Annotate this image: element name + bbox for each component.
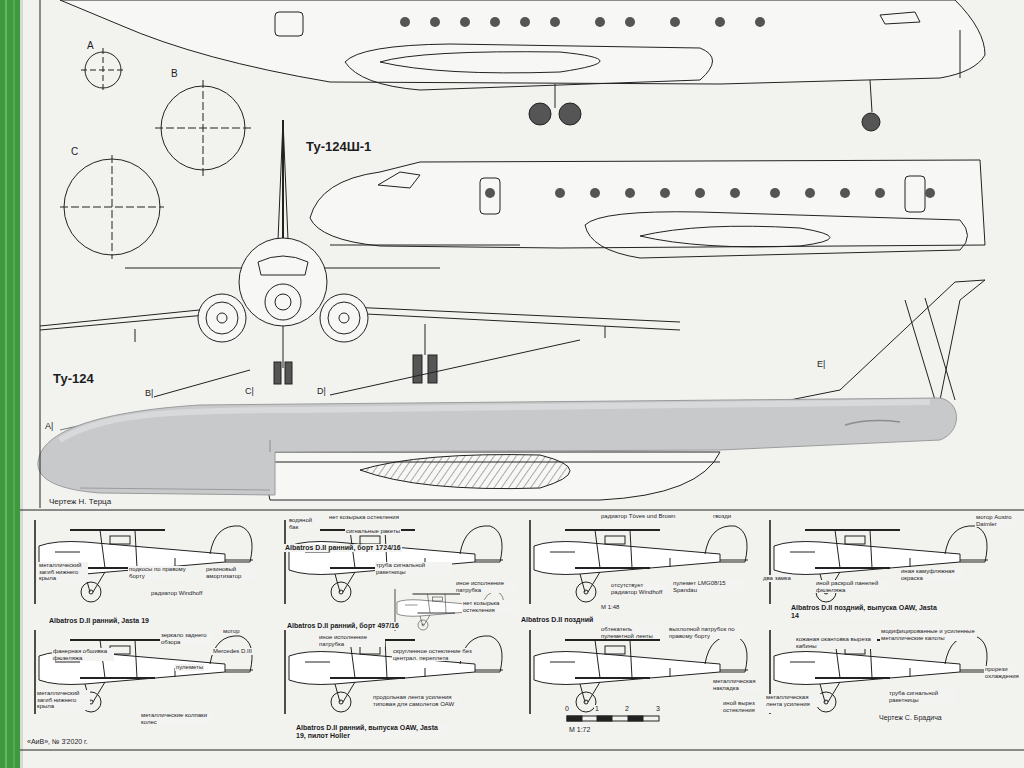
note-label: сигнальные ракеты — [345, 528, 401, 535]
note-label: гвозди — [712, 513, 732, 520]
note-label: M 1:48 — [600, 604, 620, 611]
note-label: 3 — [655, 705, 661, 713]
note-label: 1 — [594, 705, 600, 713]
note-label: D| — [316, 387, 327, 397]
note-label: обтекатель пулеметной ленты — [600, 626, 662, 639]
note-label: 0 — [564, 705, 570, 713]
note-label: пулемет LMG08/15 Spandau — [672, 580, 744, 593]
note-label: нет козырька остекления — [328, 514, 400, 521]
note-label: иное исполнение патрубка — [455, 580, 517, 593]
note-label: Чертеж Н. Терца — [48, 498, 112, 507]
note-label: выхлопной патрубок по правому борту — [668, 626, 745, 639]
note-label: радиатор Windhoff — [150, 590, 203, 597]
note-label: металлическая лента усиления — [765, 694, 822, 707]
note-label: металлические колпаки колес — [140, 712, 212, 725]
note-label: мотор Austro Daimler — [975, 514, 1017, 527]
note-label: кожаная окантовка выреза кабины — [795, 636, 877, 649]
note-label: пулеметы — [175, 664, 204, 671]
note-label: нет козырька остекления — [462, 600, 519, 613]
note-label: Mercedes D.III — [212, 648, 253, 655]
view-title: Ту-124Ш-1 — [305, 140, 372, 154]
note-label: M 1:72 — [568, 726, 591, 734]
note-label: мотор — [222, 628, 241, 635]
note-label: металлический загиб нижнего крыла — [36, 690, 90, 710]
note-label: фанерная обшивка фюзеляжа — [52, 648, 114, 661]
note-label: радиатор Töves und Brown — [600, 513, 676, 520]
note-label: подкосы по правому борту — [128, 566, 188, 579]
note-label: скругленное остекление без централ. пере… — [392, 648, 479, 661]
note-label: продольная лента усиления типовая для са… — [372, 694, 459, 707]
note-label: иная камуфляжная окраска — [900, 568, 962, 581]
view-title: Albatros D.II ранний, Jasta 19 — [48, 617, 150, 625]
note-label: зеркало заднего обзора — [160, 632, 212, 645]
note-label: A — [86, 40, 95, 51]
note-label: B — [170, 68, 179, 79]
view-title: Ту-124 — [52, 372, 95, 386]
view-title: Albatros D.II ранний, выпуска OAW, Jasta… — [295, 724, 447, 739]
note-label: иное исполнение патрубка — [318, 634, 385, 647]
note-label: металлическая накладка — [712, 678, 762, 691]
note-label: отсутствует радиатор Windhoff — [610, 582, 667, 595]
view-title: Albatros D.II ранний, борт 1724/16 — [284, 544, 402, 552]
note-label: иной раскрой панелей фюзеляжа — [815, 580, 887, 593]
note-label: резиновый амортизатор — [205, 566, 257, 579]
note-label: E| — [816, 360, 826, 370]
view-title: Albatros D.II поздний, выпуска OAW, Jast… — [790, 604, 942, 619]
note-label: труба сигнальной ракетницы — [375, 562, 452, 575]
note-label: модифицированные и усиленные металлическ… — [880, 628, 977, 641]
note-label: металлический загиб нижнего крыла — [38, 562, 88, 582]
note-label: прорези охлаждения — [984, 666, 1018, 679]
note-label: B| — [144, 389, 154, 399]
view-title: Albatros D.II ранний, борт 497/16 — [286, 622, 400, 630]
note-label: «АиВ», № 3'2020 г. — [26, 738, 89, 746]
note-label: труба сигнальной ракетницы — [888, 690, 955, 703]
view-title: Albatros D.II поздний — [520, 616, 594, 624]
note-label: A| — [44, 422, 54, 432]
note-label: два замка — [762, 575, 792, 582]
note-label: Чертеж С. Брадича — [878, 714, 943, 722]
note-label: C — [70, 146, 79, 157]
note-label: 2 — [624, 705, 630, 713]
note-label: водяной бак — [288, 517, 320, 530]
note-label: C| — [244, 387, 255, 397]
